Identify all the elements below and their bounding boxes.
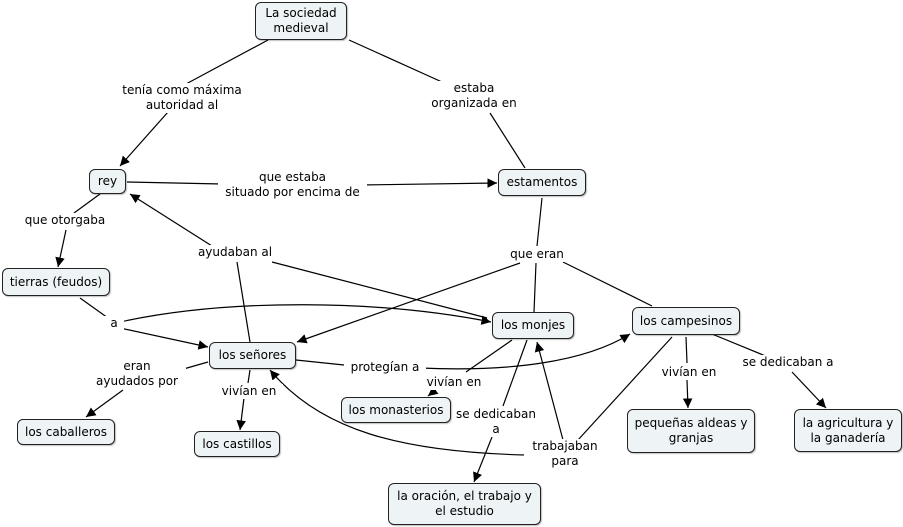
edge-sociedad-estaba: [348, 39, 443, 83]
edge-monjes-vivian: [465, 339, 513, 373]
node-aldeas[interactable]: pequeñas aldeas y granjas: [627, 409, 755, 453]
node-sociedad-medieval[interactable]: La sociedad medieval: [255, 2, 347, 40]
link-vivian-campesinos: vivían en: [655, 365, 723, 380]
link-vivian-monjes: vivían en: [420, 375, 488, 390]
edge-estaba-estamentos: [489, 112, 526, 169]
edge-monjes-dedicaban: [502, 339, 528, 407]
edge-trabajaban-senores: [269, 369, 527, 456]
node-estamentos[interactable]: estamentos: [498, 169, 586, 196]
edge-eran-campesinos: [562, 261, 653, 307]
link-a: a: [104, 316, 124, 331]
edge-trabajaban-monjes: [534, 341, 564, 441]
edge-sociedad-tenia: [185, 39, 269, 85]
edge-tenia-rey: [119, 111, 169, 167]
link-ayudaban: ayudaban al: [192, 245, 278, 260]
edge-senores-protegian: [295, 359, 345, 366]
edge-senores-vivian: [247, 369, 251, 384]
link-eran: que eran: [504, 247, 570, 262]
edge-situado-estamentos: [359, 178, 498, 188]
edge-monjes-ayudaban: [271, 261, 488, 319]
edge-a-senores: [119, 327, 209, 350]
link-dedicaban-campesinos: se dedicaban a: [736, 355, 840, 370]
link-protegian: protegían a: [344, 360, 426, 375]
edge-dedicaban-agricultura: [791, 371, 827, 409]
link-trabajaban: trabajaban para: [524, 439, 606, 469]
edge-eran-senores: [296, 262, 521, 344]
edge-otorgaba-tierras: [55, 229, 67, 268]
edge-vivian-aldeas: [682, 379, 693, 409]
node-oracion[interactable]: la oración, el trabajo y el estudio: [388, 483, 541, 525]
edge-tierras-a: [79, 297, 109, 319]
node-campesinos[interactable]: los campesinos: [632, 307, 740, 335]
edge-vivian-castillos: [236, 397, 246, 431]
node-tierras[interactable]: tierras (feudos): [2, 268, 110, 296]
edge-ayudaban-rey: [129, 193, 213, 247]
edge-campesinos-dedicaban: [711, 333, 769, 358]
link-otorgaba: que otorgaba: [20, 213, 110, 228]
edge-a-monjes: [119, 304, 492, 325]
edge-eran-monjes: [533, 262, 537, 313]
edge-senores-ayudaban: [236, 261, 251, 343]
link-situado: que estaba situado por encima de: [218, 170, 367, 200]
edge-protegian-campesinos: [419, 333, 631, 370]
edge-rey-situado: [126, 181, 223, 185]
edge-rey-otorgaba: [73, 193, 101, 214]
node-rey[interactable]: rey: [89, 169, 126, 194]
node-castillos[interactable]: los castillos: [194, 431, 280, 457]
link-estaba: estaba organizada en: [420, 81, 528, 111]
node-caballeros[interactable]: los caballeros: [17, 419, 115, 445]
link-tenia: tenía como máxima autoridad al: [115, 83, 249, 113]
link-vivian-senores: vivían en: [215, 384, 283, 399]
edge-campesinos-trabajaban: [577, 336, 673, 441]
link-ayudados: eran ayudados por: [88, 359, 186, 389]
edge-ayudados-caballeros: [85, 389, 124, 418]
node-monasterios[interactable]: los monasterios: [341, 397, 451, 423]
edge-campesinos-vivian: [685, 336, 688, 364]
node-agricultura[interactable]: la agricultura y la ganadería: [794, 409, 902, 452]
edge-dedicaban-oracion: [473, 436, 493, 483]
node-senores[interactable]: los señores: [209, 342, 296, 369]
node-monjes[interactable]: los monjes: [492, 312, 574, 339]
link-dedicaban-monjes: se dedicaban a: [448, 407, 544, 437]
edge-estamentos-eran: [536, 197, 543, 247]
